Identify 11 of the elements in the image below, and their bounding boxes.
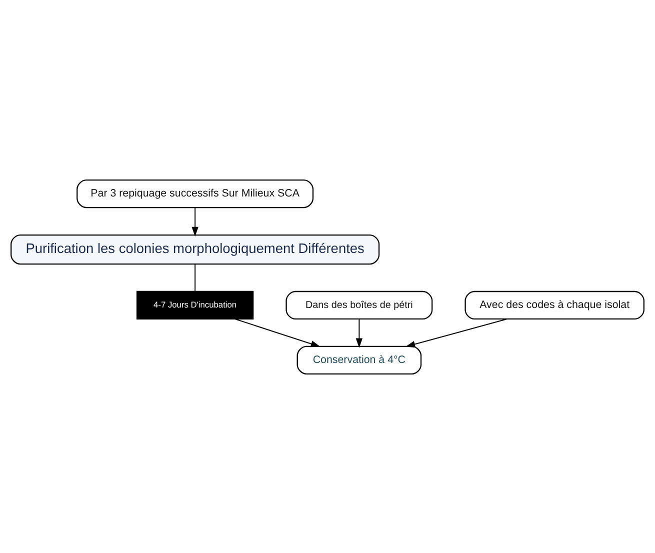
node-box: Purification les colonies morphologiquement Différentes bbox=[10, 234, 380, 264]
arrow bbox=[192, 206, 198, 236]
node-box: 4-7 Jours D'incubation bbox=[136, 290, 254, 320]
arrow bbox=[234, 318, 320, 347]
arrow bbox=[406, 318, 508, 347]
node-box: Conservation à 4°C bbox=[296, 345, 422, 374]
connector bbox=[194, 263, 196, 292]
arrow bbox=[356, 318, 363, 348]
node-box: Avec des codes à chaque isolat bbox=[464, 290, 644, 320]
node-box: Dans des boîtes de pétri bbox=[286, 290, 433, 320]
node-box: Par 3 repiquage successifs Sur Milieux SCA bbox=[76, 178, 314, 208]
